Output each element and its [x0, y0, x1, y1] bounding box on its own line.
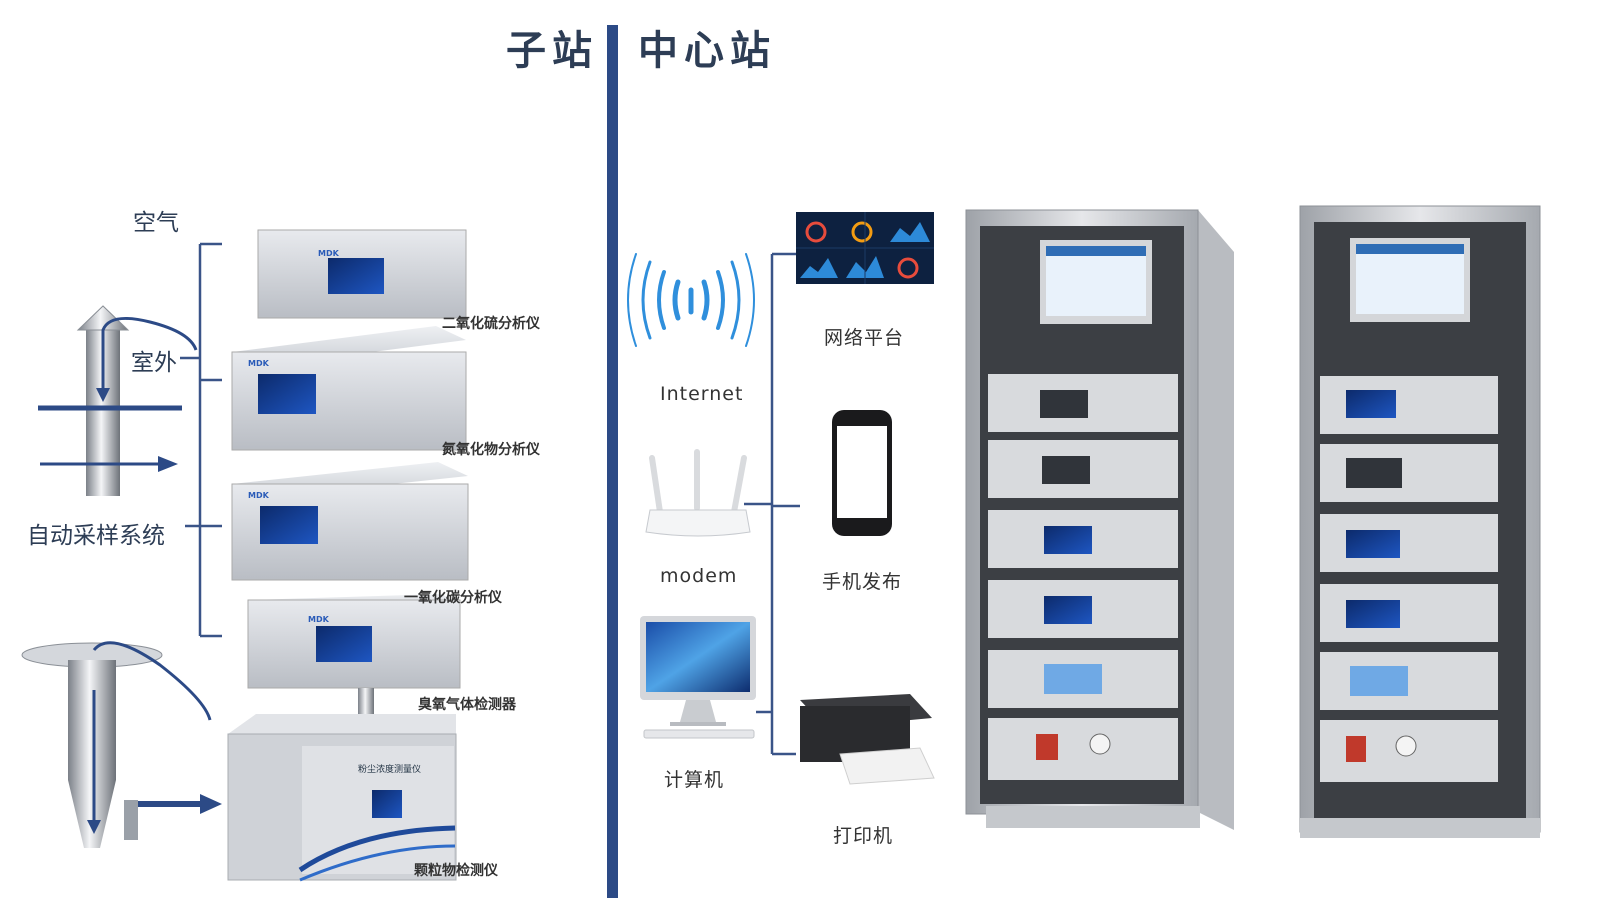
analyzer-label-pm: 颗粒物检测仪: [414, 863, 498, 879]
smartphone-icon: [832, 410, 892, 536]
analyzer-box-nox: MDK: [231, 326, 467, 451]
svg-text:MDK: MDK: [248, 359, 270, 368]
svg-text:MDK: MDK: [318, 249, 340, 258]
sampling-system-label: 自动采样系统: [27, 523, 165, 549]
air-label: 空气: [133, 210, 179, 236]
printer-icon: [800, 694, 935, 785]
internet-label: Internet: [660, 383, 744, 405]
computer-label: 计算机: [664, 769, 725, 791]
analyzer-label-co: 一氧化碳分析仪: [404, 590, 502, 606]
substation-title: 子站: [506, 28, 598, 74]
particle-inlet: [21, 641, 222, 848]
particle-monitor: [227, 688, 457, 882]
router-icon: [645, 449, 751, 537]
svg-text:MDK: MDK: [308, 615, 330, 624]
network-bus: [744, 252, 800, 756]
rack-cabinet-main: [965, 209, 1234, 830]
analyzer-label-o3: 臭氧气体检测器: [418, 697, 516, 713]
modem-label: modem: [660, 565, 738, 587]
svg-text:MDK: MDK: [248, 491, 270, 500]
analyzer-box-co: MDK: [231, 462, 469, 581]
center-station-title: 中心站: [638, 28, 776, 74]
computer-icon: [640, 616, 756, 739]
sampling-pipe: [38, 305, 198, 496]
rack-cabinet-secondary: [1299, 205, 1541, 838]
mobile-publish-label: 手机发布: [822, 571, 903, 593]
section-divider: [607, 25, 618, 898]
analyzer-bracket: [180, 242, 222, 638]
analyzer-box-so2: MDK: [257, 229, 467, 319]
network-platform-label: 网络平台: [824, 327, 905, 349]
analyzer-label-so2: 二氧化硫分析仪: [442, 316, 540, 332]
outdoor-label: 室外: [131, 350, 177, 376]
printer-label: 打印机: [833, 825, 894, 847]
wifi-icon: [627, 253, 755, 347]
particle-panel-label: 粉尘浓度测量仪: [358, 763, 421, 775]
network-platform-image: [796, 212, 934, 284]
analyzer-box-o3: MDK: [247, 594, 461, 689]
analyzer-label-nox: 氮氧化物分析仪: [442, 442, 540, 458]
